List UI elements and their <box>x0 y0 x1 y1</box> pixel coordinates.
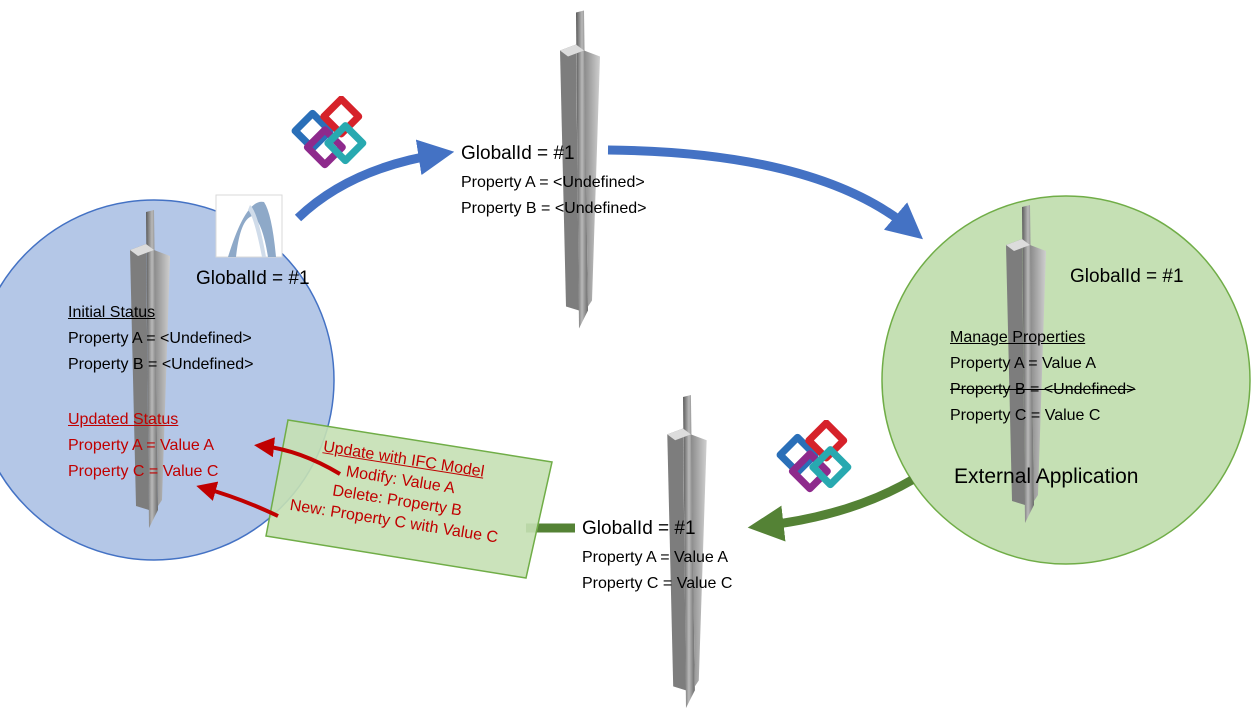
export-global-id: GlobalId = #1 <box>461 143 575 164</box>
return-prop-a: Property A = Value A <box>582 549 729 566</box>
export-prop-b: Property B = <Undefined> <box>461 200 647 217</box>
external-prop-a: Property A = Value A <box>950 355 1097 372</box>
export-arrow <box>294 139 455 222</box>
external-global-id: GlobalId = #1 <box>1070 266 1184 287</box>
ifc-logo-icon <box>780 423 848 489</box>
ifc-logo-icon <box>295 99 363 165</box>
return-global-id: GlobalId = #1 <box>582 518 696 539</box>
initial-prop-a: Property A = <Undefined> <box>68 330 252 347</box>
updated-status-heading: Updated Status <box>68 411 179 428</box>
authoring-global-id: GlobalId = #1 <box>196 268 310 289</box>
initial-prop-b: Property B = <Undefined> <box>68 356 254 373</box>
updated-prop-a: Property A = Value A <box>68 437 215 454</box>
initial-status-heading: Initial Status <box>68 304 156 321</box>
external-prop-c: Property C = Value C <box>950 407 1101 424</box>
updated-prop-c: Property C = Value C <box>68 463 219 480</box>
external-app-circle <box>881 195 1251 565</box>
import-arrow <box>607 145 923 240</box>
update-arrow-modify <box>254 437 342 476</box>
authoring-app-circle <box>0 199 335 561</box>
export-prop-a: Property A = <Undefined> <box>461 174 645 191</box>
authoring-app-icon <box>215 194 283 258</box>
steel-beam-icon <box>560 10 600 329</box>
update-arrow-new <box>196 481 279 518</box>
external-app-label: External Application <box>954 465 1139 488</box>
manage-properties-heading: Manage Properties <box>950 329 1086 346</box>
external-prop-b-deleted: Property B = <Undefined> <box>950 381 1136 398</box>
update-box <box>265 419 553 579</box>
return-arrow <box>747 476 915 542</box>
return-prop-c: Property C = Value C <box>582 575 733 592</box>
